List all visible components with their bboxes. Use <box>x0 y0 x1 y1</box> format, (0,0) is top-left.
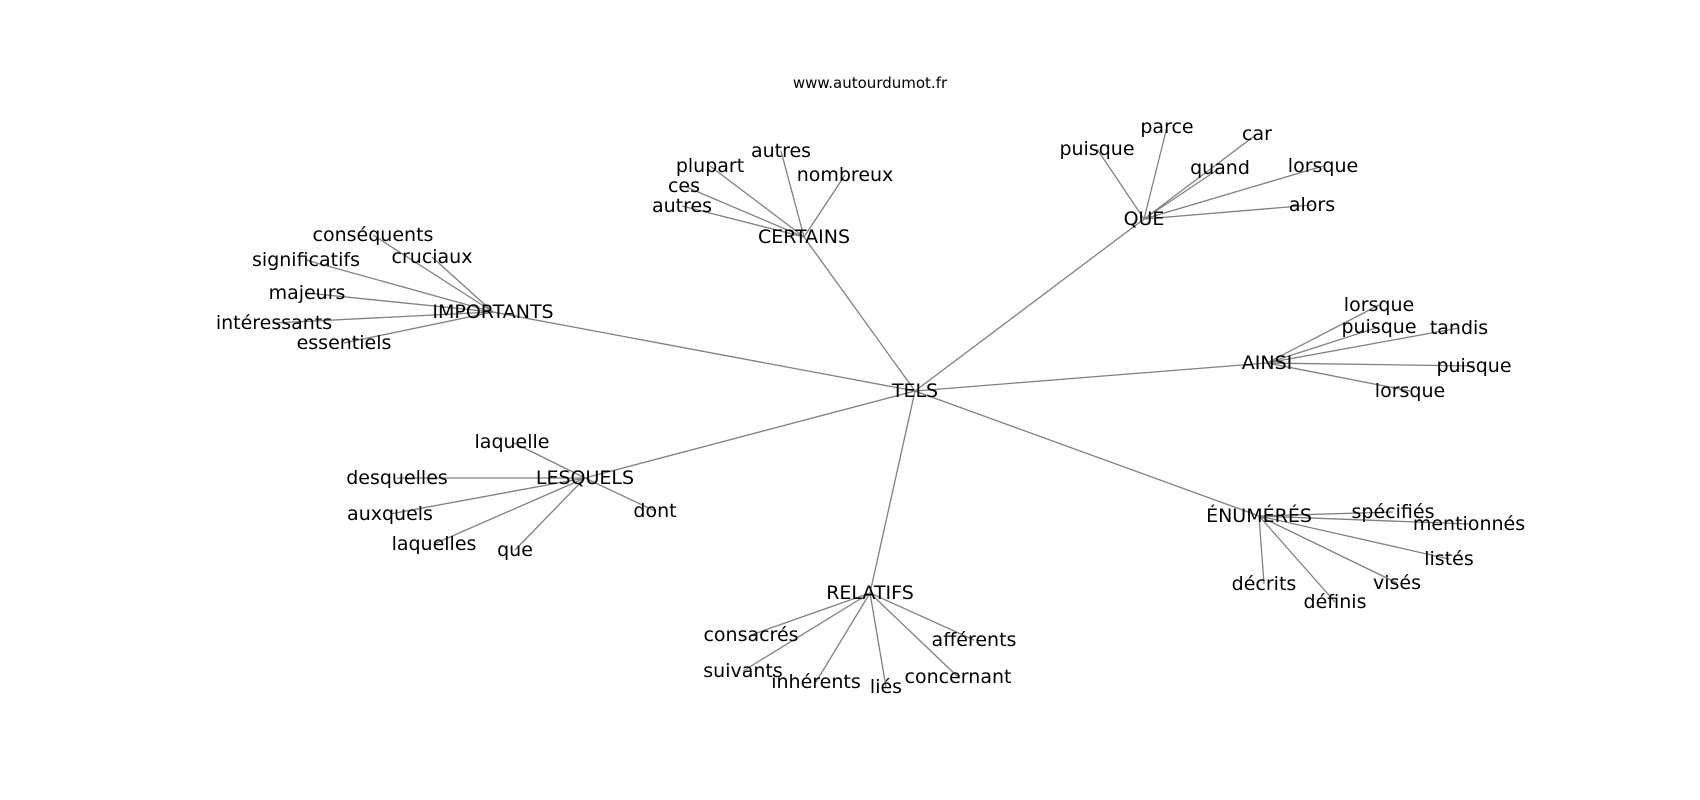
word-node[interactable]: puisque <box>1059 138 1134 160</box>
graph-edge <box>1096 148 1145 220</box>
graph-edge <box>815 592 871 683</box>
graph-edge <box>433 477 586 545</box>
graph-edge <box>1258 511 1394 517</box>
graph-edge <box>431 256 494 313</box>
graph-edge <box>869 592 959 678</box>
graph-edge <box>1258 515 1398 584</box>
word-node[interactable]: quand <box>1190 157 1250 179</box>
graph-edge <box>584 477 656 512</box>
word-node[interactable]: car <box>1242 123 1272 145</box>
word-node[interactable]: lorsque <box>1375 380 1445 402</box>
graph-edge <box>1143 165 1324 220</box>
graph-edge <box>681 205 805 238</box>
graph-edge <box>750 592 871 636</box>
group-node-ainsi[interactable]: AINSI <box>1242 352 1292 374</box>
word-node[interactable]: consacrés <box>703 624 798 646</box>
group-node-importants[interactable]: IMPORTANTS <box>432 301 553 323</box>
graph-edge <box>1143 126 1168 220</box>
graph-edge <box>1266 362 1411 392</box>
word-node[interactable]: ces <box>668 175 700 197</box>
graph-edge <box>1258 515 1470 525</box>
graph-edge <box>869 592 975 641</box>
word-node[interactable]: puisque <box>1341 316 1416 338</box>
graph-edge <box>1143 204 1313 220</box>
word-node[interactable]: mentionnés <box>1413 513 1525 535</box>
group-node-relatifs[interactable]: RELATIFS <box>826 582 914 604</box>
word-node[interactable]: spécifiés <box>1352 501 1435 523</box>
graph-labels: www.autourdumot.fr TELS CERTAINS plupart au… <box>216 74 1525 698</box>
word-node[interactable]: conséquents <box>313 224 434 246</box>
graph-edge <box>683 185 805 238</box>
graph-edge <box>584 390 916 479</box>
word-node[interactable]: parce <box>1140 116 1193 138</box>
word-node[interactable]: lorsque <box>1288 155 1358 177</box>
graph-edge <box>742 592 871 672</box>
word-node[interactable]: liés <box>870 676 902 698</box>
word-node[interactable]: majeurs <box>269 282 346 304</box>
graph-edge <box>1258 515 1265 585</box>
word-node[interactable]: desquelles <box>346 467 448 489</box>
graph-edge <box>305 259 494 313</box>
group-node-certains[interactable]: CERTAINS <box>758 226 850 248</box>
graph-edge <box>1258 515 1450 560</box>
graph-edge <box>372 234 494 313</box>
word-node[interactable]: listés <box>1424 548 1474 570</box>
word-node[interactable]: autres <box>751 140 811 162</box>
root-node-label[interactable]: TELS <box>891 380 938 402</box>
word-node[interactable]: dont <box>633 500 676 522</box>
graph-edge <box>914 390 1260 517</box>
word-node[interactable]: décrits <box>1232 573 1297 595</box>
word-node[interactable]: intéressants <box>216 312 332 334</box>
graph-edge <box>273 311 494 324</box>
graph-edge <box>514 477 586 551</box>
graph-edges <box>273 126 1475 688</box>
group-node-lesquels[interactable]: LESQUELS <box>536 467 634 489</box>
word-node[interactable]: auxquels <box>347 503 433 525</box>
graph-edge <box>914 218 1145 392</box>
graph-edge <box>1258 515 1336 603</box>
word-node[interactable]: nombreux <box>797 164 894 186</box>
group-node-enumeres[interactable]: ÉNUMÉRÉS <box>1206 504 1312 527</box>
word-node[interactable]: afférents <box>932 629 1017 651</box>
word-node[interactable]: alors <box>1289 194 1335 216</box>
graph-edge <box>1266 362 1475 367</box>
graph-edge <box>780 150 805 238</box>
word-node[interactable]: inhérents <box>771 671 861 693</box>
graph-edge <box>1266 326 1380 364</box>
graph-edge <box>1266 327 1460 364</box>
graph-edge <box>803 174 846 238</box>
graph-edge <box>1266 304 1380 364</box>
word-node[interactable]: cruciaux <box>392 246 473 268</box>
graph-edge <box>306 292 494 313</box>
graph-edge <box>492 311 916 392</box>
word-node[interactable]: suivants <box>703 660 783 682</box>
word-node[interactable]: laquelle <box>475 431 550 453</box>
word-node[interactable]: significatifs <box>252 249 360 271</box>
word-node[interactable]: définis <box>1304 591 1367 613</box>
word-node[interactable]: lorsque <box>1344 294 1414 316</box>
graph-edge <box>389 477 586 515</box>
graph-edge <box>1143 133 1258 220</box>
word-node[interactable]: laquelles <box>392 533 477 555</box>
graph-edge <box>869 592 887 688</box>
word-node[interactable]: tandis <box>1430 317 1488 339</box>
word-node[interactable]: puisque <box>1436 355 1511 377</box>
graph-edge <box>803 236 916 392</box>
word-node[interactable]: autres <box>652 195 712 217</box>
graph-edge <box>869 390 916 594</box>
word-node[interactable]: concernant <box>905 666 1012 688</box>
graph-edge <box>1143 167 1221 220</box>
word-node[interactable]: essentiels <box>297 332 392 354</box>
watermark: www.autourdumot.fr <box>793 74 948 92</box>
graph-edge <box>343 311 494 344</box>
graph-edge <box>709 165 805 238</box>
group-node-que[interactable]: QUE <box>1124 208 1165 230</box>
word-node[interactable]: visés <box>1373 572 1421 594</box>
graph-edge <box>511 441 586 479</box>
word-node[interactable]: plupart <box>676 155 744 177</box>
word-node[interactable]: que <box>497 539 533 561</box>
graph-edge <box>914 362 1268 392</box>
